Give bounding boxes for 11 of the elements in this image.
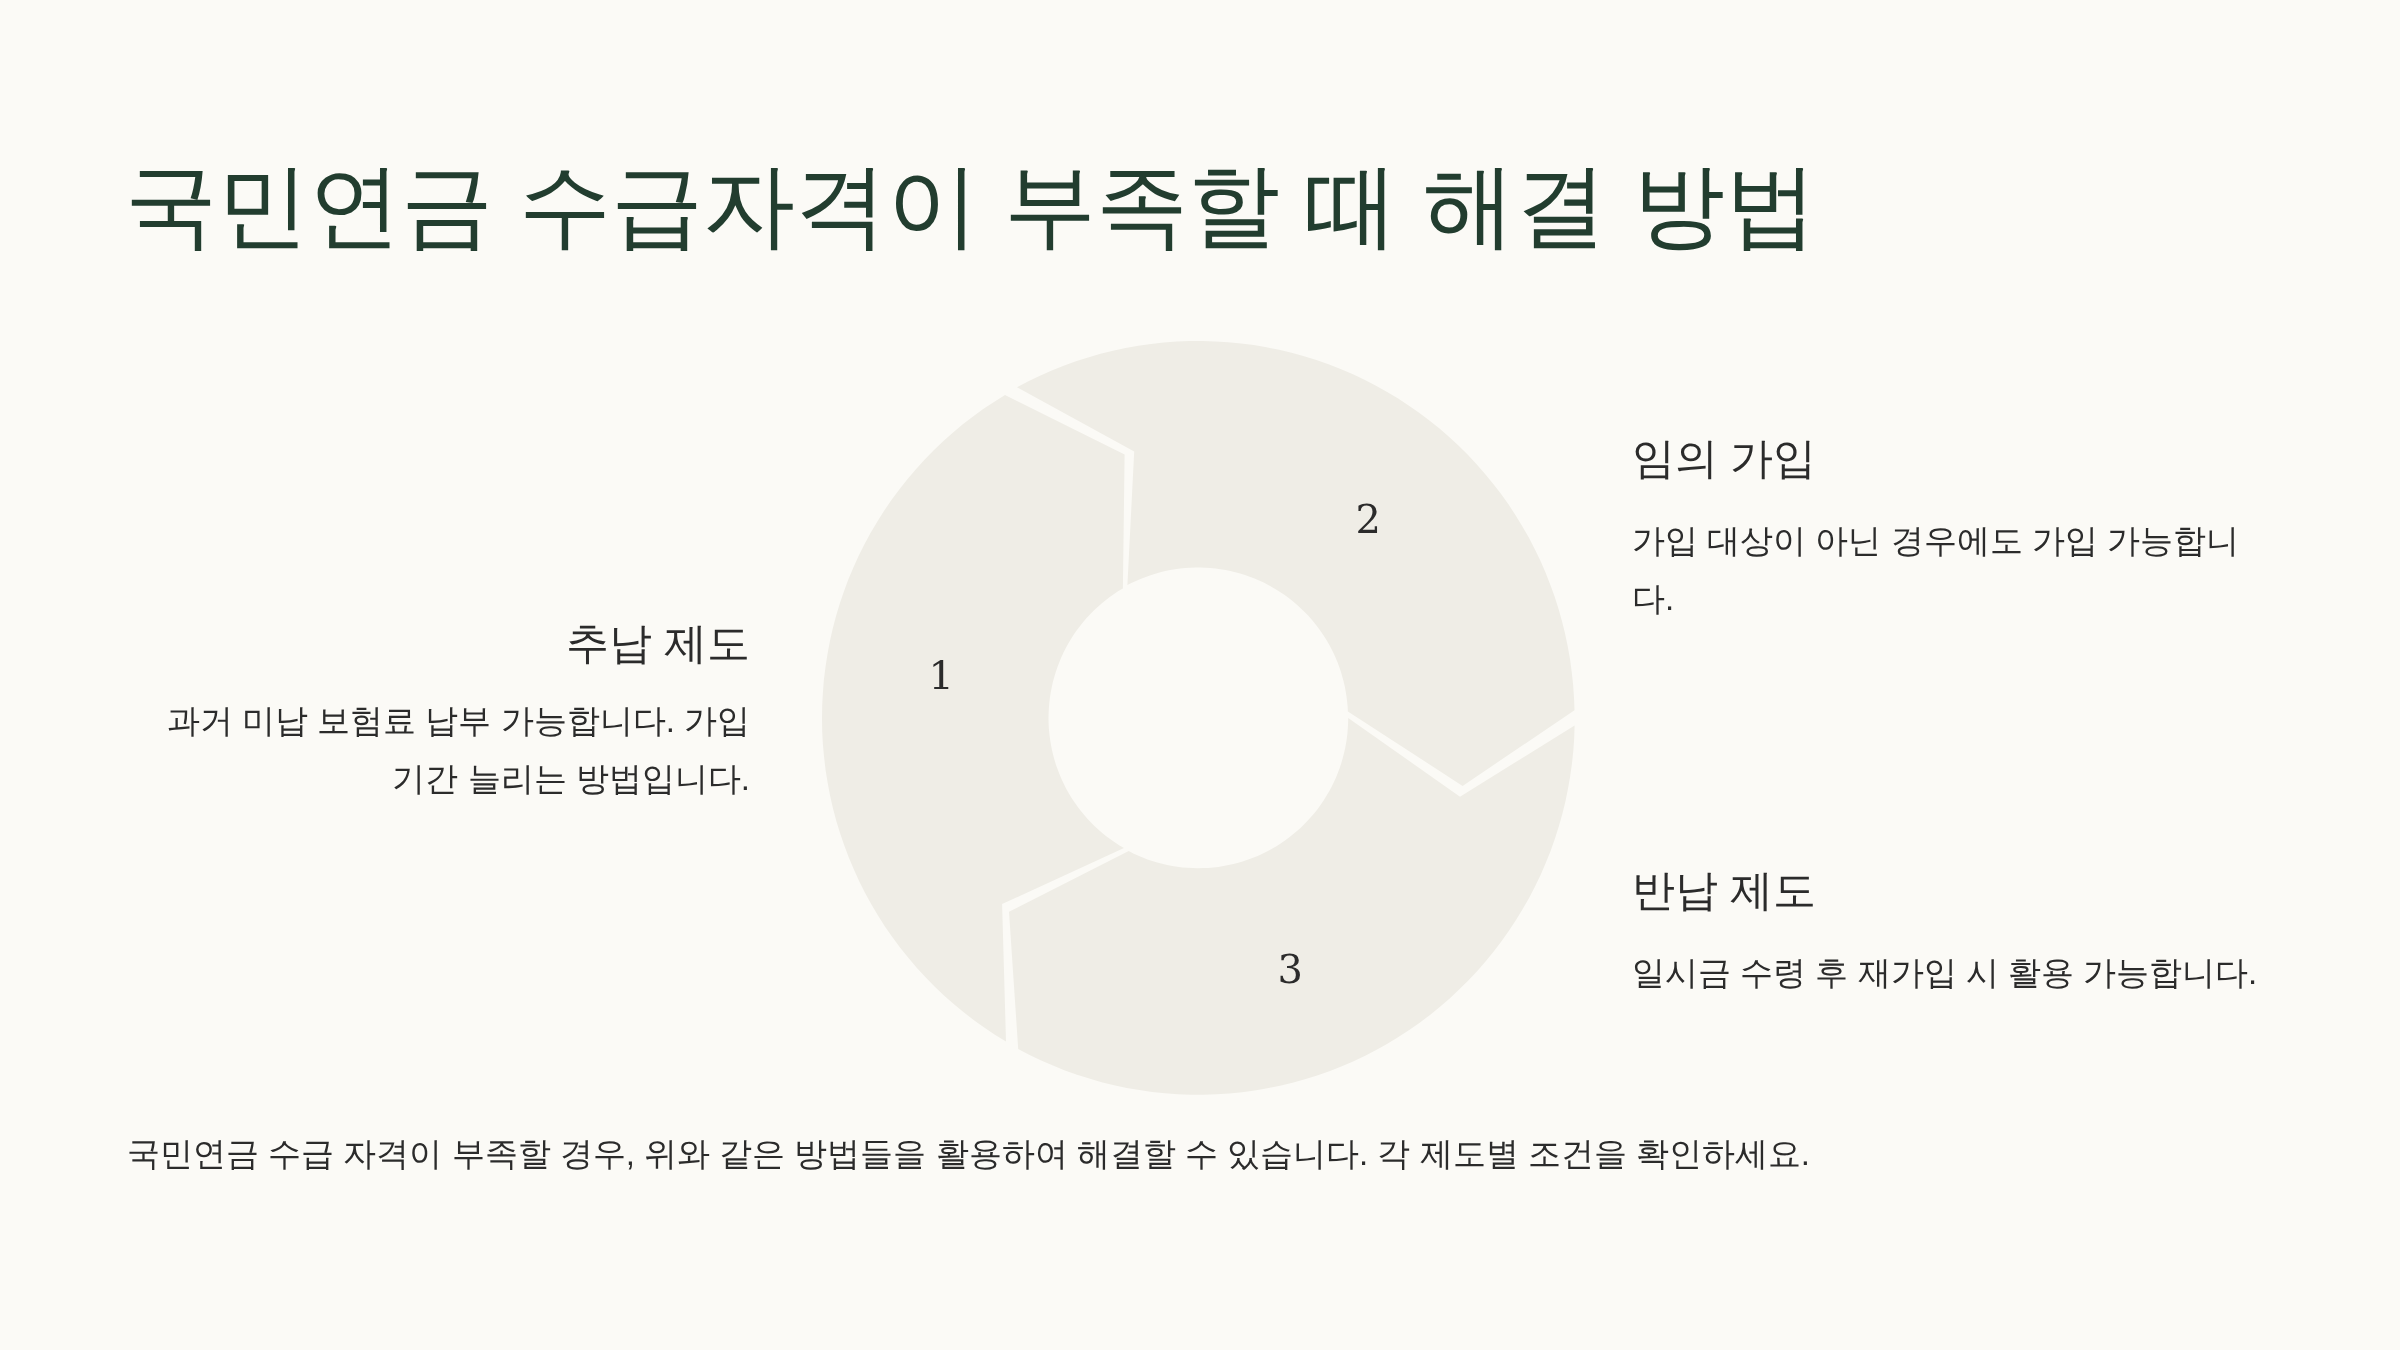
description: 일시금 수령 후 재가입 시 활용 가능합니다. — [1632, 953, 2259, 993]
heading: 추납 제도 — [566, 618, 750, 669]
description: 가입 대상이 아닌 경우에도 가입 가능합니다. — [1632, 521, 2240, 619]
caption: 국민연금 수급 자격이 부족할 경우, 위와 같은 방법들을 활용하여 해결할 수 있습니다. 각 제도별 조건을 확인하세요. — [127, 1134, 1811, 1174]
heading: 반납 제도 — [1632, 865, 1816, 916]
description: 과거 미납 보험료 납부 가능합니다. 가입 기간 늘리는 방법입니다. — [166, 701, 750, 799]
step-number: 1 — [928, 652, 954, 698]
step-number: 2 — [1355, 495, 1382, 542]
heading: 임의 가입 — [1632, 433, 1816, 484]
step-number: 3 — [1277, 945, 1303, 992]
title: 국민연금 수급자격이 부족할 때 해결 방법 — [125, 153, 1817, 258]
